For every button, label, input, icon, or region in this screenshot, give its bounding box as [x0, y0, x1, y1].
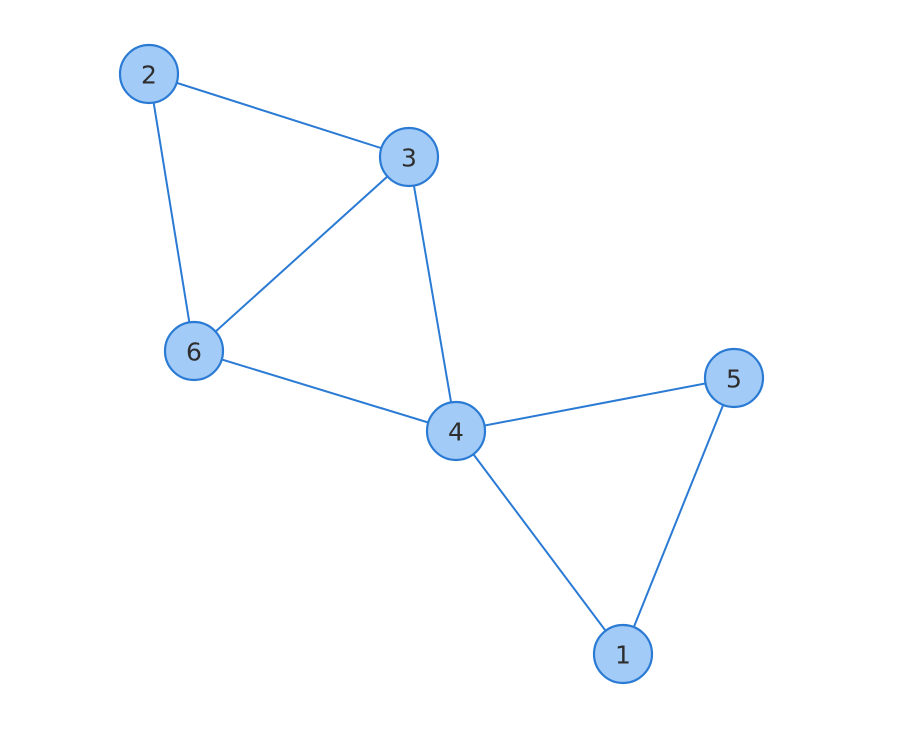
graph-node-circle-2[interactable] [118, 43, 180, 105]
graph-node-5[interactable]: 5 [703, 347, 765, 409]
graph-node-4[interactable]: 4 [425, 400, 487, 462]
graph-edge-4-1 [455, 430, 624, 655]
graph-edge-2-6 [148, 73, 195, 352]
graph-node-circle-6[interactable] [163, 320, 225, 382]
graph-edge-2-3 [148, 73, 410, 158]
graph-node-6[interactable]: 6 [163, 320, 225, 382]
edge-layer [148, 73, 735, 655]
graph-edge-5-1 [622, 377, 735, 655]
graph-node-2[interactable]: 2 [118, 43, 180, 105]
graph-node-1[interactable]: 1 [592, 623, 654, 685]
graph-node-circle-5[interactable] [703, 347, 765, 409]
graph-edge-4-5 [455, 377, 735, 432]
graph-node-3[interactable]: 3 [378, 126, 440, 188]
graph-node-circle-3[interactable] [378, 126, 440, 188]
graph-node-circle-4[interactable] [425, 400, 487, 462]
graph-edge-3-6 [193, 156, 410, 352]
graph-node-circle-1[interactable] [592, 623, 654, 685]
graph-edge-6-4 [193, 350, 457, 432]
graph-edge-3-4 [408, 156, 457, 432]
node-layer: 1 2 3 4 5 6 [118, 43, 765, 685]
